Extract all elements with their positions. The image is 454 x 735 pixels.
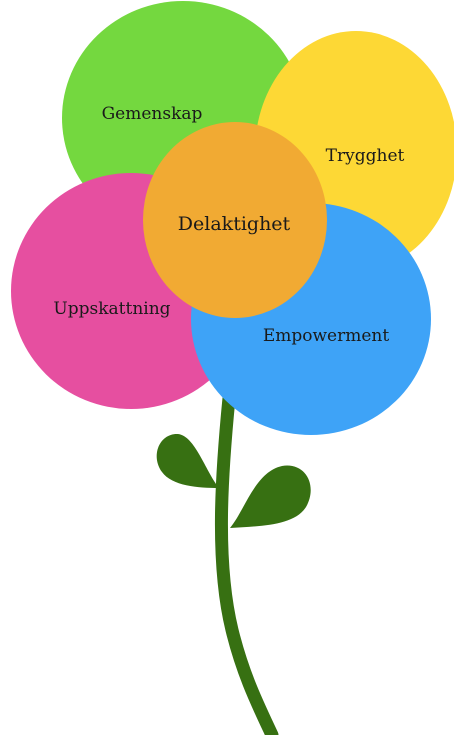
stem (214, 391, 279, 735)
petal-label-gemenskap: Gemenskap (102, 104, 203, 124)
petal-label-empowerment: Empowerment (263, 326, 390, 346)
flower-center (143, 122, 327, 318)
leaf-left (156, 433, 219, 488)
center-label: Delaktighet (178, 213, 291, 235)
petal-label-trygghet: Trygghet (326, 146, 405, 166)
leaf-right (230, 465, 311, 528)
petal-label-uppskattning: Uppskattning (53, 299, 170, 319)
